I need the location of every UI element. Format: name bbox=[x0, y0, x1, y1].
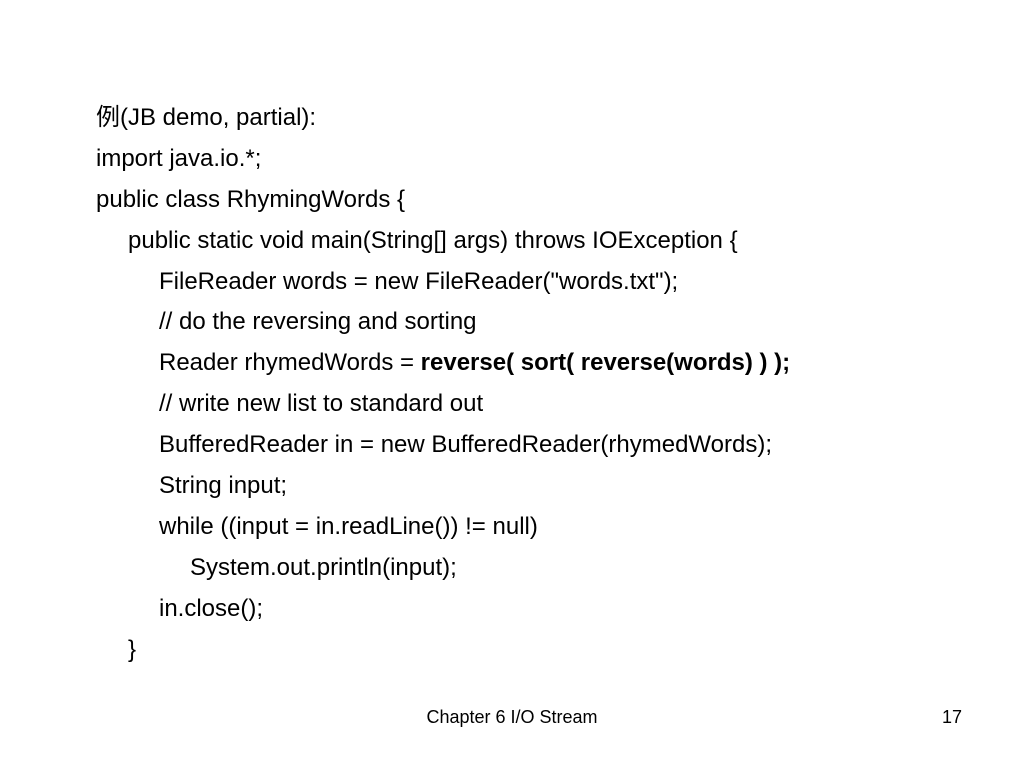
slide-number: 17 bbox=[941, 707, 962, 727]
code-line-println: System.out.println(input); bbox=[190, 553, 457, 581]
code-line-heading: 例(JB demo, partial): bbox=[96, 104, 317, 131]
code-line-filereader: FileReader words = new FileReader("words… bbox=[159, 267, 679, 295]
code-line-while-loop: while ((input = in.readLine()) != null) bbox=[159, 512, 538, 540]
code-line-bufferedreader: BufferedReader in = new BufferedReader(r… bbox=[159, 431, 772, 459]
code-line-class-declaration: public class RhymingWords { bbox=[96, 185, 406, 213]
code-line-import: import java.io.*; bbox=[96, 144, 262, 172]
code-block: 例(JB demo, partial): import java.io.*; p… bbox=[96, 98, 976, 670]
code-line-main-method: public static void main(String[] args) t… bbox=[128, 226, 738, 254]
code-line-comment-write: // write new list to standard out bbox=[159, 390, 484, 418]
code-line-close: in.close(); bbox=[159, 594, 264, 622]
code-text-reader-declaration: Reader rhymedWords = bbox=[159, 349, 421, 377]
code-line-reader-assignment: Reader rhymedWords = reverse( sort( reve… bbox=[96, 343, 976, 384]
code-line-string-input: String input; bbox=[159, 472, 288, 500]
code-line-closing-brace: } bbox=[128, 635, 137, 663]
code-line-comment-reversing: // do the reversing and sorting bbox=[159, 308, 477, 336]
footer-title: Chapter 6 I/O Stream bbox=[426, 707, 598, 727]
code-text-reverse-sort-call: reverse( sort( reverse(words) ) ); bbox=[420, 349, 791, 377]
